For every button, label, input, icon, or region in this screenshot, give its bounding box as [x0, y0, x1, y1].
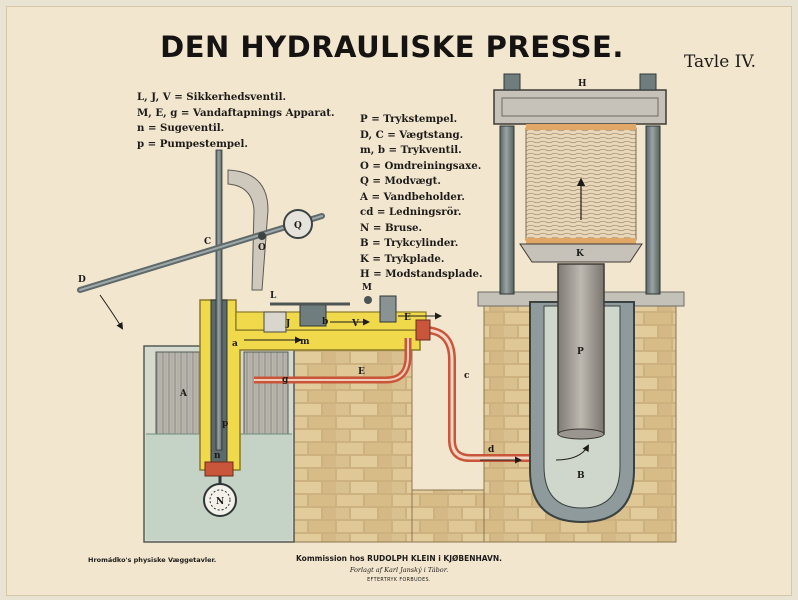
label-K: K: [576, 249, 585, 259]
legend-item: K = Trykplade.: [360, 252, 445, 265]
brick-foundation-base: [411, 489, 488, 543]
label-A: A: [179, 389, 188, 399]
legend-item: Q = Modvægt.: [360, 175, 441, 187]
label-E-pipe: E: [358, 367, 365, 377]
label-b: b: [322, 317, 328, 327]
label-d: d: [488, 445, 495, 455]
label-C: C: [204, 237, 211, 247]
drain-valve: [379, 295, 397, 323]
label-L: L: [270, 291, 277, 301]
footer-commission: Kommission hos RUDOLPH KLEIN i KJØBENHAV…: [295, 554, 502, 563]
footer-publisher: Forlagt af Karl Janský i Tábor.: [349, 566, 449, 574]
legend-item: A = Vandbeholder.: [360, 190, 465, 203]
legend-item: P = Trykstempel.: [360, 113, 458, 125]
footer-reprint: EFTERTRYK FORBUDES.: [367, 578, 431, 583]
safety-valve: [263, 311, 287, 333]
plate-number: Tavle IV.: [684, 52, 757, 72]
legend-left: L, J, V = Sikkerhedsventil. M, E, g = Va…: [137, 90, 335, 152]
press-ram: [557, 263, 605, 435]
counterweight: [283, 209, 313, 239]
label-g: g: [282, 375, 289, 385]
legend-item: m, b = Trykventil.: [360, 144, 462, 156]
legend-item: p = Pumpestempel.: [137, 137, 248, 150]
label-B: B: [577, 471, 585, 481]
label-c: c: [464, 371, 470, 381]
legend-item: L, J, V = Sikkerhedsventil.: [137, 91, 287, 103]
pivot-axle: [258, 232, 266, 240]
legend-item: H = Modstandsplade.: [360, 268, 483, 280]
label-N: N: [216, 497, 224, 507]
legend-right: P = Trykstempel. D, C = Vægtstang. m, b …: [360, 112, 483, 283]
label-p: p: [222, 419, 228, 429]
label-M: M: [362, 283, 372, 293]
label-O: O: [258, 243, 266, 253]
legend-item: D, C = Vægtstang.: [360, 128, 464, 141]
label-a: a: [232, 339, 238, 349]
label-V: V: [351, 319, 360, 329]
legend-item: cd = Ledningsrör.: [360, 206, 462, 218]
label-m: m: [300, 337, 310, 347]
legend-item: n = Sugeventil.: [137, 122, 225, 134]
page-title: DEN HYDRAULISKE PRESSE.: [160, 30, 624, 64]
label-H: H: [578, 79, 587, 89]
suction-valve: [204, 461, 234, 477]
legend-item: M, E, g = Vandaftapnings Apparat.: [137, 106, 335, 119]
label-Q: Q: [294, 221, 302, 231]
label-P: P: [577, 347, 584, 357]
legend-item: N = Bruse.: [360, 221, 423, 234]
press-column-right: [645, 125, 661, 295]
label-D: D: [78, 275, 86, 285]
pump-piston-rod: [215, 149, 223, 451]
footer-series: Hromádko's physiske Væggetavler.: [88, 556, 217, 564]
press-column-left: [499, 125, 515, 295]
lever-bracket: [227, 169, 269, 291]
label-E-valve: E: [404, 313, 411, 323]
resistance-plate: [493, 89, 667, 125]
press-plate: [519, 243, 643, 263]
label-n: n: [214, 451, 221, 461]
label-J: J: [285, 319, 290, 329]
legend-item: B = Trykcylinder.: [360, 237, 459, 249]
legend-item: O = Omdreiningsaxe.: [360, 159, 482, 172]
reservoir-wall-right: [243, 351, 289, 435]
